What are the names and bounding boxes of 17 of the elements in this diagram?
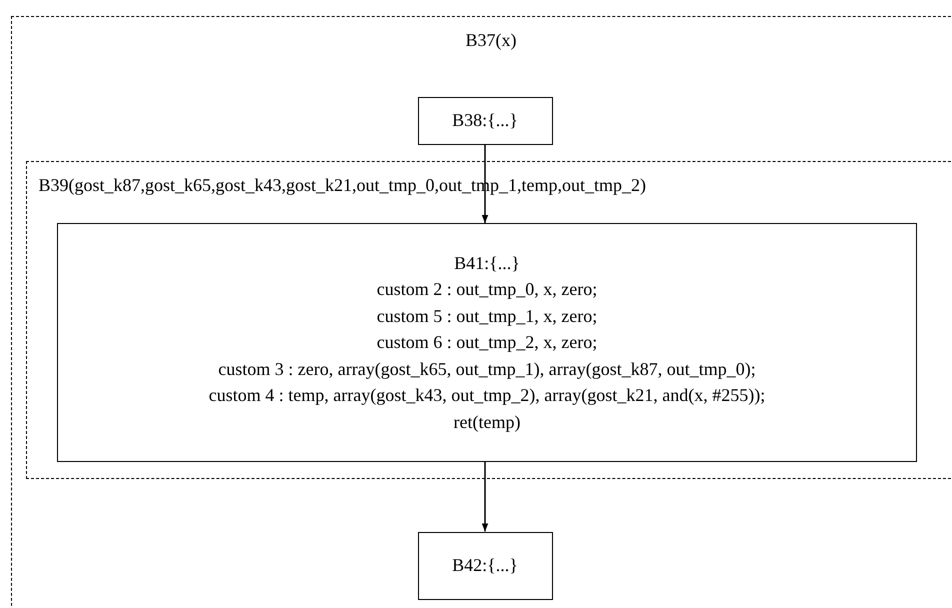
code-line: custom 3 : zero, array(gost_k65, out_tmp_1), array(gost_k87, out_tmp_0); [218, 358, 756, 381]
process-box [418, 96, 552, 144]
arrow [482, 462, 488, 532]
code-line: custom 6 : out_tmp_2, x, zero; [376, 331, 598, 354]
code-line: custom 2 : out_tmp_0, x, zero; [376, 278, 598, 302]
block-label: B41:{...} [454, 252, 520, 275]
process-box [57, 223, 917, 462]
code-line: custom 5 : out_tmp_1, x, zero; [376, 304, 598, 328]
process-box [418, 532, 552, 600]
code-line: custom 4 : temp, array(gost_k43, out_tmp_2), array(gost_k21, and(x, #255)); [208, 384, 766, 408]
cluster-label: B37(x) [466, 29, 516, 52]
block-label: B42:{...} [452, 554, 518, 578]
block-label: B38:{...} [452, 109, 518, 132]
code-line: ret(temp) [454, 410, 520, 434]
arrow [482, 144, 488, 223]
cluster-frame [11, 16, 952, 608]
cluster-frame [26, 160, 952, 478]
